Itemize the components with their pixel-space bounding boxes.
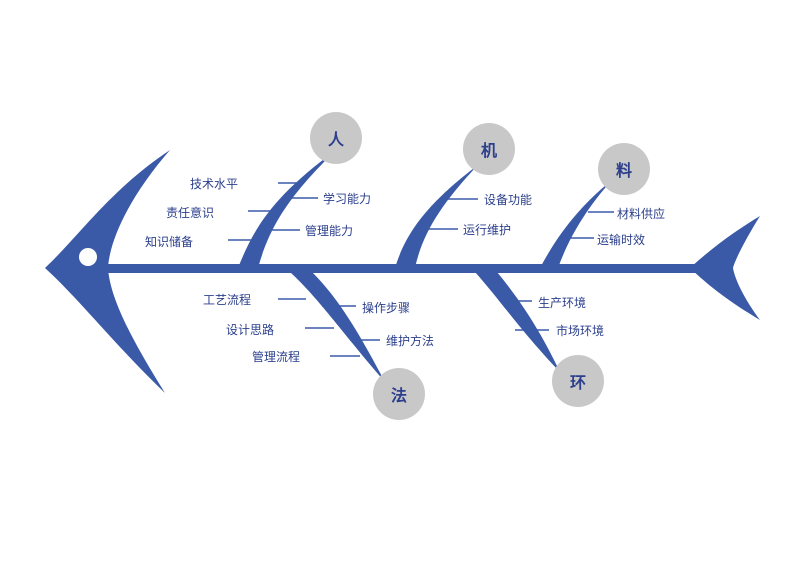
- bone-huan: [475, 272, 560, 372]
- category-liao: 料: [598, 143, 650, 195]
- cause-label: 技术水平: [190, 177, 239, 191]
- bone-ji: [395, 165, 478, 268]
- cause-label: 生产环境: [538, 296, 587, 310]
- cause-label: 管理流程: [252, 350, 301, 364]
- cause-label: 运行维护: [463, 223, 512, 237]
- cause-label: 设计思路: [226, 323, 275, 337]
- category-huan: 环: [552, 355, 604, 407]
- category-fa: 法: [373, 368, 425, 420]
- cause-label: 责任意识: [166, 206, 215, 220]
- cause-label: 管理能力: [305, 224, 354, 238]
- cause-label: 市场环境: [556, 324, 605, 338]
- fish-spine: [105, 264, 715, 273]
- bone-fa: [290, 272, 385, 382]
- cause-label: 知识储备: [145, 235, 194, 249]
- category-ji: 机: [463, 123, 515, 175]
- bone-ren: [238, 150, 336, 268]
- cause-label: 操作步骤: [362, 301, 411, 315]
- cause-label: 运输时效: [597, 233, 646, 247]
- fish-eye: [79, 248, 97, 266]
- category-ren: 人: [310, 112, 362, 164]
- cause-label: 学习能力: [323, 192, 372, 206]
- cause-label: 维护方法: [386, 334, 435, 348]
- cause-label: 工艺流程: [203, 293, 252, 307]
- cause-label: 设备功能: [484, 193, 533, 207]
- fish-tail: [690, 216, 760, 320]
- cause-label: 材料供应: [617, 207, 666, 221]
- bone-liao: [540, 180, 612, 268]
